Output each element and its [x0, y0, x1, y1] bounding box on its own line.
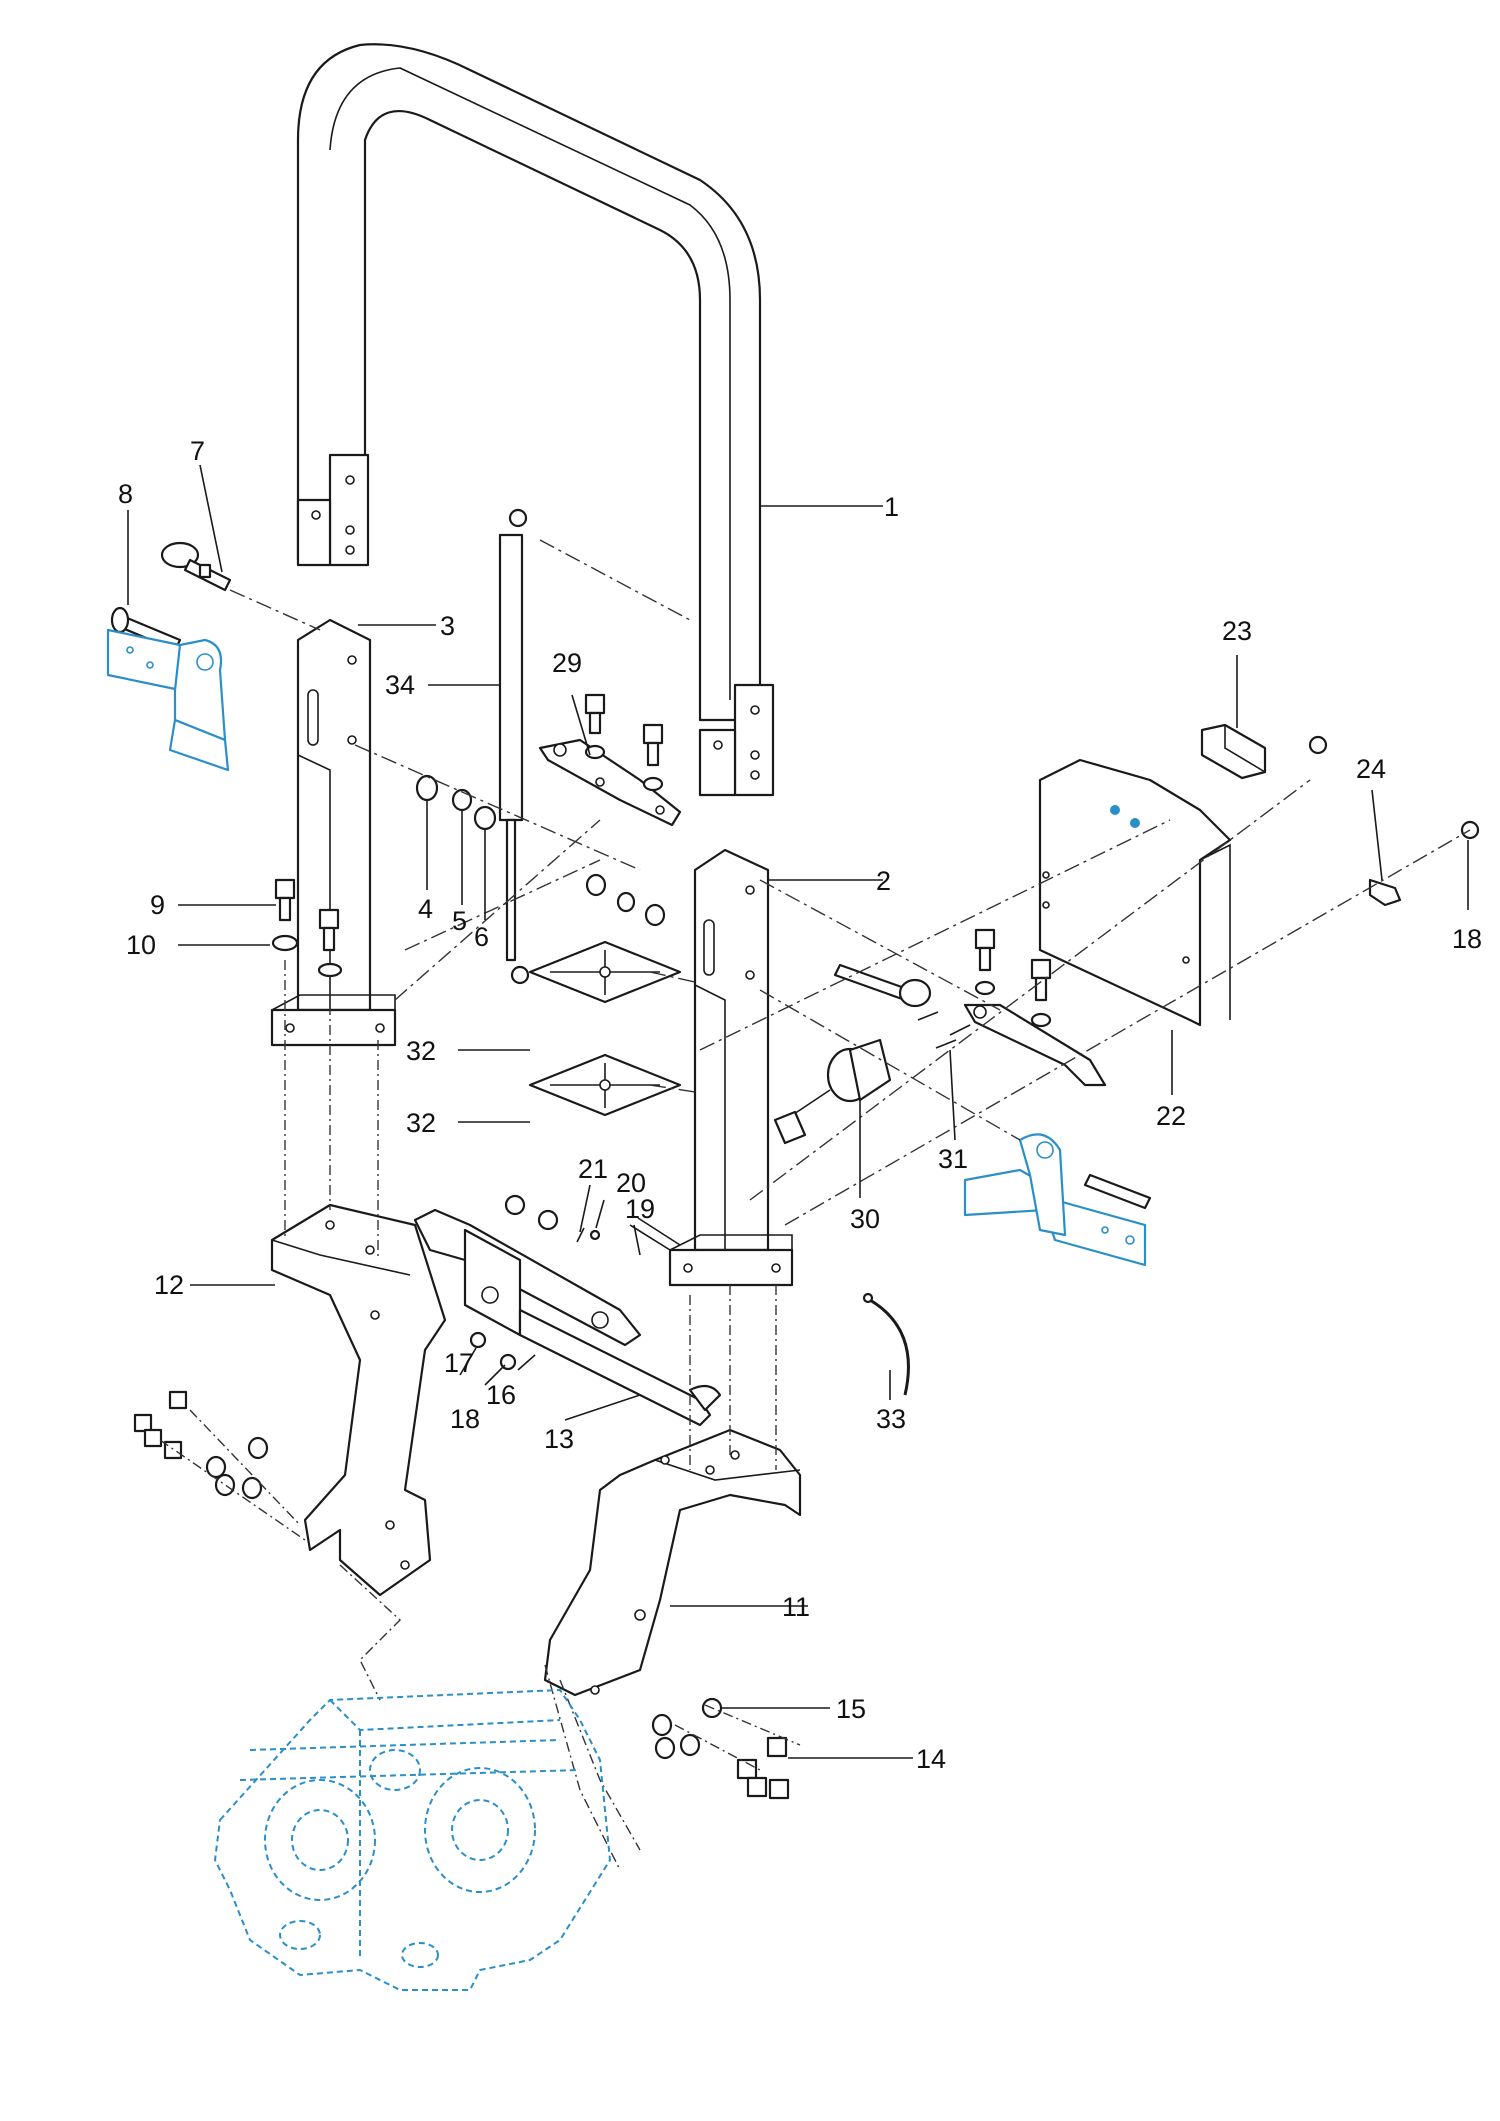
vibration-pad-lower [528, 1053, 682, 1117]
callout-24: 24 [1356, 754, 1386, 784]
callout-16: 16 [486, 1380, 516, 1410]
seat-switch-sensor [773, 1038, 892, 1145]
callout-14: 14 [916, 1744, 946, 1774]
callout-17: 17 [444, 1348, 474, 1378]
right-support-bracket [543, 1428, 802, 1697]
callout-8: 8 [118, 479, 133, 509]
roll-bar-tube [296, 43, 775, 797]
left-mount-bracket-blue [106, 628, 230, 772]
lock-pin [160, 541, 232, 592]
callout-2: 2 [876, 866, 891, 896]
callout-19: 19 [625, 1194, 655, 1224]
callout-31: 31 [938, 1144, 968, 1174]
callout-3: 3 [440, 611, 455, 641]
washer-stack-left [415, 774, 497, 831]
hinge-plate-upper [538, 693, 682, 827]
callout-32-upper: 32 [406, 1036, 436, 1066]
callout-23: 23 [1222, 616, 1252, 646]
callout-7: 7 [190, 436, 205, 466]
callout-20: 20 [616, 1168, 646, 1198]
callout-18-right: 18 [1452, 924, 1482, 954]
callout-15: 15 [836, 1694, 866, 1724]
leader-lines [127, 464, 1469, 1759]
callout-21: 21 [578, 1154, 608, 1184]
rubber-bumper [1200, 723, 1267, 780]
washer-stack-right [585, 873, 666, 927]
callout-18-center: 18 [450, 1404, 480, 1434]
right-pin-and-bolts [833, 928, 1107, 1087]
left-support-bracket [270, 1203, 447, 1597]
callout-32-lower: 32 [406, 1108, 436, 1138]
callout-4: 4 [418, 894, 433, 924]
callout-10: 10 [126, 930, 156, 960]
bolt-cluster-left [133, 1390, 269, 1500]
right-upright-post [668, 848, 794, 1287]
callout-1: 1 [884, 492, 899, 522]
vibration-pad-upper [528, 940, 682, 1004]
seat-crossbar [413, 1194, 722, 1427]
callout-6: 6 [474, 922, 489, 952]
left-upright-post [270, 618, 397, 1047]
callout-30: 30 [850, 1204, 880, 1234]
callout-labels: 1 2 3 4 5 6 7 8 9 10 11 12 13 14 15 16 1… [118, 436, 1482, 1774]
callout-33: 33 [876, 1404, 906, 1434]
cover-plate [1038, 758, 1232, 1027]
callout-5: 5 [452, 906, 467, 936]
bolt-top-right [1308, 735, 1480, 840]
callout-22: 22 [1156, 1101, 1186, 1131]
callout-12: 12 [154, 1270, 184, 1300]
bolt-cluster-right [651, 1697, 790, 1800]
callout-13: 13 [544, 1424, 574, 1454]
transmission-housing-reference [213, 1688, 612, 1991]
callout-34: 34 [385, 670, 415, 700]
cable-tie [862, 1292, 910, 1396]
assembly-centerlines [159, 539, 1471, 1871]
small-screws [917, 1011, 971, 1049]
callout-11: 11 [782, 1592, 810, 1622]
gas-strut [498, 508, 530, 985]
clip [1368, 878, 1402, 907]
right-mount-bracket-blue [963, 1133, 1152, 1267]
bolt-and-washer-left [271, 878, 343, 978]
callout-9: 9 [150, 890, 165, 920]
callout-29: 29 [552, 648, 582, 678]
